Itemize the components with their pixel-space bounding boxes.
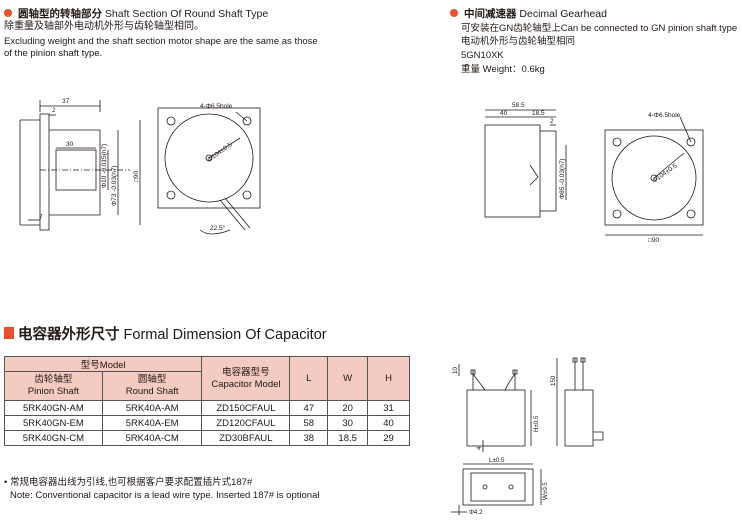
capacitor-drawing: 10 150 4 H±0.5 L±0.5 W±0.5 Φ4.2 (451, 357, 604, 516)
capacitor-body (466, 389, 526, 447)
gh-dim-hole: 4-Φ6.5hole (648, 112, 681, 119)
cell-round: 5RK40A-CM (101, 430, 203, 446)
cap-dim-H: H±0.5 (533, 415, 540, 432)
gearhead-title-en: Decimal Gearhead (519, 8, 607, 20)
capacitor-title-en: Formal Dimension Of Capacitor (123, 327, 327, 343)
dim-37: 37 (62, 98, 70, 105)
dim-square: □90 (133, 170, 140, 182)
flange (39, 113, 50, 231)
gh-dim-85: Φ85 -0.03(h7) (559, 158, 566, 199)
cell-round: 5RK40A-EM (101, 415, 203, 431)
cap-dim-L: L±0.5 (489, 457, 505, 464)
header-L: L (289, 356, 329, 401)
capacitor-section-title: 电容器外形尺寸 Formal Dimension Of Capacitor (4, 323, 327, 344)
gh-dim-18: 18.5 (532, 110, 545, 117)
table-row: 5RK40GN-CM 5RK40A-CM ZD30BFAUL 38 18.5 2… (4, 430, 410, 446)
cell-L: 58 (289, 415, 329, 431)
dim-hole: 4-Φ6.5hole (200, 103, 233, 110)
header-H: H (367, 356, 410, 401)
dim-pcd: Φ104±0.5 (206, 141, 234, 163)
cap-dim-W: W±0.5 (542, 482, 549, 500)
pinion-header-cn: 齿轮轴型 (34, 374, 73, 385)
front-circle (164, 113, 254, 203)
gearhead-weight: 重量 Weight：0.6kg (461, 64, 545, 75)
mount-hole (242, 190, 252, 200)
cap-dim-10: 10 (452, 367, 459, 374)
gearhead-title-cn: 中间减速器 (464, 8, 517, 20)
round-shaft-desc-en-1: Excluding weight and the shaft section m… (4, 36, 318, 47)
capacitor-title-cn: 电容器外形尺寸 (18, 327, 120, 343)
capacitor-side (564, 389, 594, 447)
gearhead-header: 中间减速器 Decimal Gearhead (450, 6, 607, 21)
cap-dim-4: 4 (476, 446, 483, 450)
header-W: W (327, 356, 369, 401)
gearhead-front-square (604, 129, 704, 226)
gearhead-drawing: 58.5 40 18.5 2 4-Φ6.5hole □90 Φ85 -0.03(… (484, 102, 704, 244)
gearhead-desc-1: 可安装在GN齿轮轴型上Can be connected to GN pinion… (461, 23, 738, 34)
cell-cap: ZD30BFAUL (201, 430, 291, 446)
cell-pinion: 5RK40GN-CM (4, 430, 103, 446)
capacitor-note-cn: • 常规电容器出线为引线,也可根据客户要求配置插片式187# (4, 477, 253, 488)
cell-L: 38 (289, 430, 329, 446)
cell-pinion: 5RK40GN-EM (4, 415, 103, 431)
cell-pinion: 5RK40GN-AM (4, 400, 103, 416)
gearhead-model: 5GN10XK (461, 50, 504, 61)
gh-dim-2: 2 (550, 118, 554, 125)
gearhead-body (484, 124, 541, 218)
dim-30: 30 (66, 141, 74, 148)
round-shaft-desc-cn: 除重量及轴部外电动机外形与齿轮轴型相同。 (4, 21, 204, 32)
dim-pilot-dia: Φ73 -0.03(h7) (111, 165, 118, 206)
mount-hole (166, 116, 176, 126)
gh-dim-40: 40 (500, 110, 508, 117)
dim-shaft-dia: Φ10 -0.015(h7) (101, 144, 108, 188)
front-square (157, 107, 261, 209)
cell-W: 18.5 (327, 430, 369, 446)
dim-angle: 22.5° (210, 224, 226, 232)
cell-H: 31 (367, 400, 410, 416)
round-shaft-desc-en-2: of the pinion shaft type. (4, 48, 103, 59)
round-header-cn: 圆轴型 (137, 374, 167, 385)
cap-dim-150: 150 (550, 375, 557, 386)
section-square-icon (4, 327, 14, 340)
round-shaft-drawing: 37 2 30 7 4-Φ6.5hole 22.5° Φ10 -0.015(h7… (19, 98, 261, 235)
bullet-icon (4, 9, 12, 18)
bullet-icon (450, 9, 458, 18)
cell-L: 47 (289, 400, 329, 416)
gh-dim-58: 58.5 (512, 102, 525, 109)
cap-header-en: Capacitor Model (211, 378, 281, 390)
cell-W: 20 (327, 400, 369, 416)
cell-W: 30 (327, 415, 369, 431)
gearhead-desc-2: 电动机外形与齿轮轴型相同 (461, 36, 576, 47)
gh-dim-pcd: Φ104±0.5 (651, 162, 679, 184)
cell-H: 40 (367, 415, 410, 431)
round-shaft-title-cn: 圆轴型的转轴部分 (18, 8, 102, 20)
cell-round: 5RK40A-AM (101, 400, 203, 416)
mount-hole (242, 116, 252, 126)
cap-dim-hole: Φ4.2 (469, 509, 483, 516)
cell-cap: ZD150CFAUL (201, 400, 291, 416)
round-shaft-header: 圆轴型的转轴部分 Shaft Section Of Round Shaft Ty… (4, 6, 268, 21)
table-row: 5RK40GN-AM 5RK40A-AM ZD150CFAUL 47 20 31 (4, 400, 410, 416)
round-shaft-title-en: Shaft Section Of Round Shaft Type (104, 8, 269, 20)
mount-hole (166, 190, 176, 200)
capacitor-note-en: Note: Conventional capacitor is a lead w… (10, 490, 320, 501)
cell-H: 29 (367, 430, 410, 446)
cell-cap: ZD120CFAUL (201, 415, 291, 431)
table-row: 5RK40GN-EM 5RK40A-EM ZD120CFAUL 58 30 40 (4, 415, 410, 431)
lead-wire (219, 199, 246, 231)
gh-dim-90: □90 (648, 237, 660, 244)
gearhead-front-circle (611, 135, 697, 221)
shaft-center (205, 154, 213, 162)
pinion-header-en: Pinion Shaft (27, 386, 79, 397)
model-header: 型号Model (3, 356, 203, 372)
dim-7: 7 (39, 214, 43, 221)
cap-header-cn: 电容器型号 (222, 366, 270, 378)
capacitor-top (462, 468, 534, 506)
dim-2: 2 (52, 107, 56, 114)
round-header-en: Round Shaft (125, 386, 179, 397)
